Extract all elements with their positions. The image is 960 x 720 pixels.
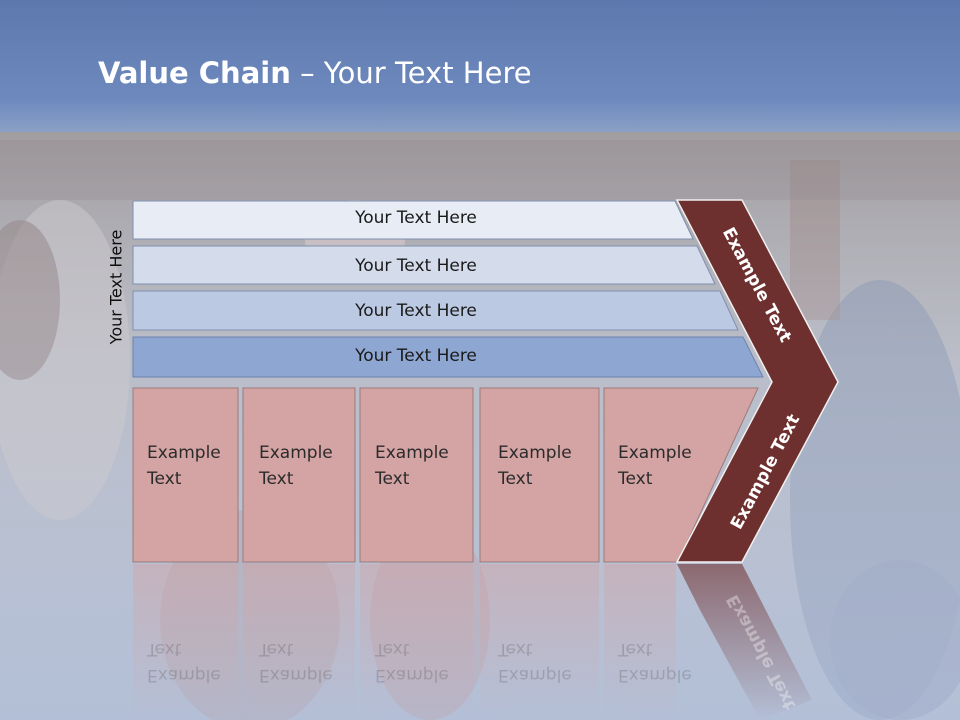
box-text-1: Example Text: [147, 443, 221, 489]
box-text-5: Example Text: [618, 443, 692, 489]
reflection-text-1: Example Text: [147, 639, 221, 685]
row-label-2: Your Text Here: [355, 256, 477, 276]
row-label-4: Your Text Here: [355, 346, 477, 366]
box-text-4: Example Text: [498, 443, 572, 489]
box-text-2: Example Text: [259, 443, 333, 489]
box-text-3: Example Text: [375, 443, 449, 489]
title-bold: Value Chain: [98, 56, 291, 90]
reflection-text-3: Example Text: [375, 639, 449, 685]
reflection-text-5: Example Text: [618, 639, 692, 685]
row-label-1: Your Text Here: [355, 208, 477, 228]
row-label-3: Your Text Here: [355, 301, 477, 321]
vertical-label: Your Text Here: [106, 229, 126, 345]
reflection-text-2: Example Text: [259, 639, 333, 685]
slide-title: Value Chain – Your Text Here: [98, 56, 532, 90]
title-rest: – Your Text Here: [290, 56, 532, 90]
reflection-text-4: Example Text: [498, 639, 572, 685]
